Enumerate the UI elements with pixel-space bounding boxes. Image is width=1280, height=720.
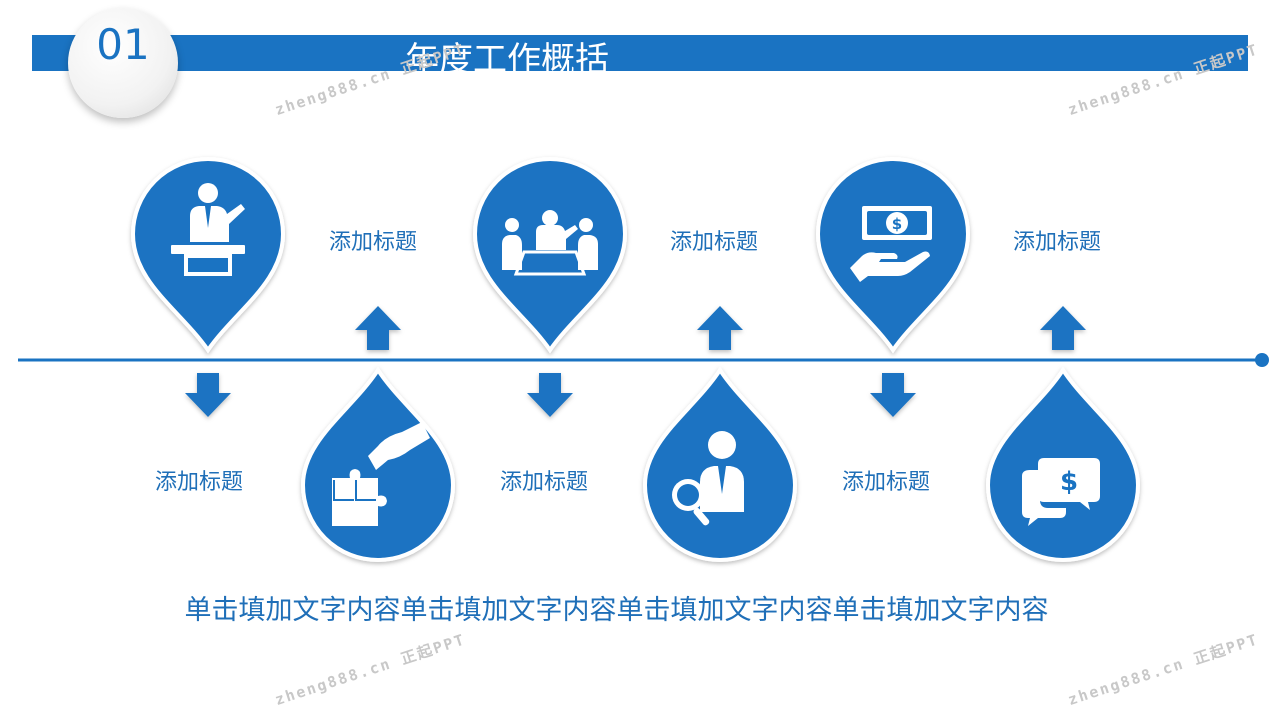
arrow-down-icon xyxy=(870,373,916,417)
arrow-down-icon xyxy=(527,373,573,417)
arrow-up-icon xyxy=(697,306,743,350)
speaker-podium-icon xyxy=(171,183,245,276)
dollar-chat-icon: $ xyxy=(1022,458,1100,526)
footer-text: 单击填加文字内容单击填加文字内容单击填加文字内容单击填加文字内容 xyxy=(184,595,1049,626)
section-number: 01 xyxy=(96,20,150,69)
header-bar xyxy=(32,35,1248,71)
svg-text:$: $ xyxy=(892,215,902,233)
pin-3 xyxy=(472,157,628,354)
money-hand-icon: $ xyxy=(850,206,932,282)
puzzle-hand-icon xyxy=(332,422,430,526)
title-label-6: 添加标题 xyxy=(842,470,931,495)
title-label-1: 添加标题 xyxy=(329,230,418,255)
meeting-table-icon xyxy=(502,210,598,276)
title-label-5: 添加标题 xyxy=(1013,230,1102,255)
arrow-up-icon xyxy=(1040,306,1086,350)
svg-text:$: $ xyxy=(1060,467,1078,497)
person-search-icon xyxy=(672,431,744,526)
title-label-4: 添加标题 xyxy=(500,470,589,495)
title-label-3: 添加标题 xyxy=(670,230,759,255)
page-title: 年度工作概括 xyxy=(405,40,609,80)
arrow-down-icon xyxy=(185,373,231,417)
arrow-up-icon xyxy=(355,306,401,350)
section-number-badge xyxy=(68,8,178,118)
title-label-2: 添加标题 xyxy=(155,470,244,495)
timeline-end-dot xyxy=(1255,353,1269,367)
drop-4 xyxy=(642,366,798,562)
